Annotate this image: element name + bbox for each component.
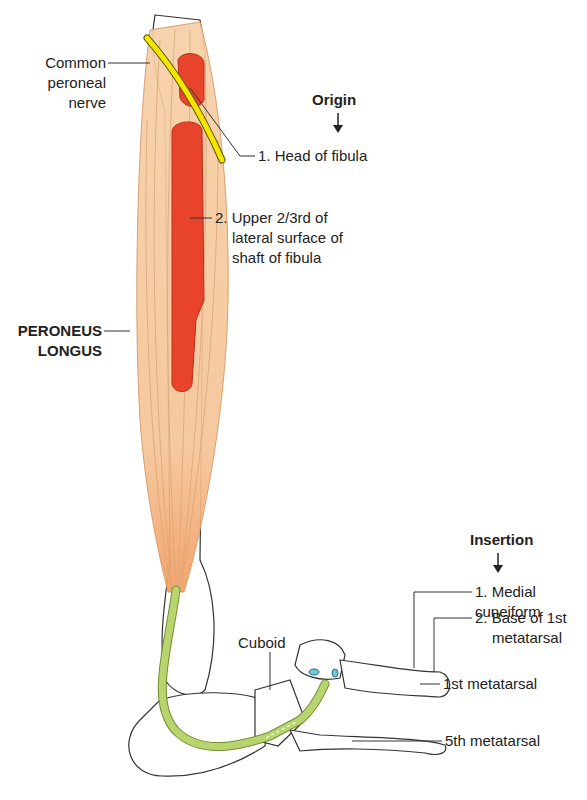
insertion-mark — [332, 669, 338, 677]
section-heading: Insertion — [470, 530, 570, 550]
bone-label: 5th metatarsal — [445, 731, 585, 751]
origin-label: 1. Head of fibula — [258, 146, 418, 166]
tendon — [162, 590, 325, 747]
calcaneus-bone — [129, 693, 270, 776]
muscle-striations — [146, 30, 218, 585]
nerve-label: Common peroneal nerve — [10, 53, 106, 113]
muscle-name: PERONEUS LONGUS — [10, 321, 102, 361]
origin-area — [172, 122, 204, 392]
leader-lines — [104, 63, 472, 741]
fifth-metatarsal-bone — [290, 730, 446, 754]
insertion-mark — [309, 669, 319, 675]
bone-label: 1st metatarsal — [443, 674, 583, 694]
muscle-belly — [137, 22, 228, 592]
nerve-outline — [147, 38, 222, 160]
origin-label: 2. Upper 2/3rd of lateral surface of sha… — [215, 208, 353, 268]
down-arrow — [333, 113, 503, 573]
medial-cuneiform-bone — [295, 640, 345, 679]
tendon-outline — [162, 590, 325, 747]
common-peroneal-nerve — [147, 38, 222, 160]
insertion-label: 2. Base of 1st metatarsal — [475, 608, 587, 648]
first-metatarsal-bone — [340, 660, 450, 697]
section-heading: Origin — [312, 90, 392, 110]
bone-label: Cuboid — [238, 633, 308, 653]
tendon-groove — [266, 722, 296, 738]
